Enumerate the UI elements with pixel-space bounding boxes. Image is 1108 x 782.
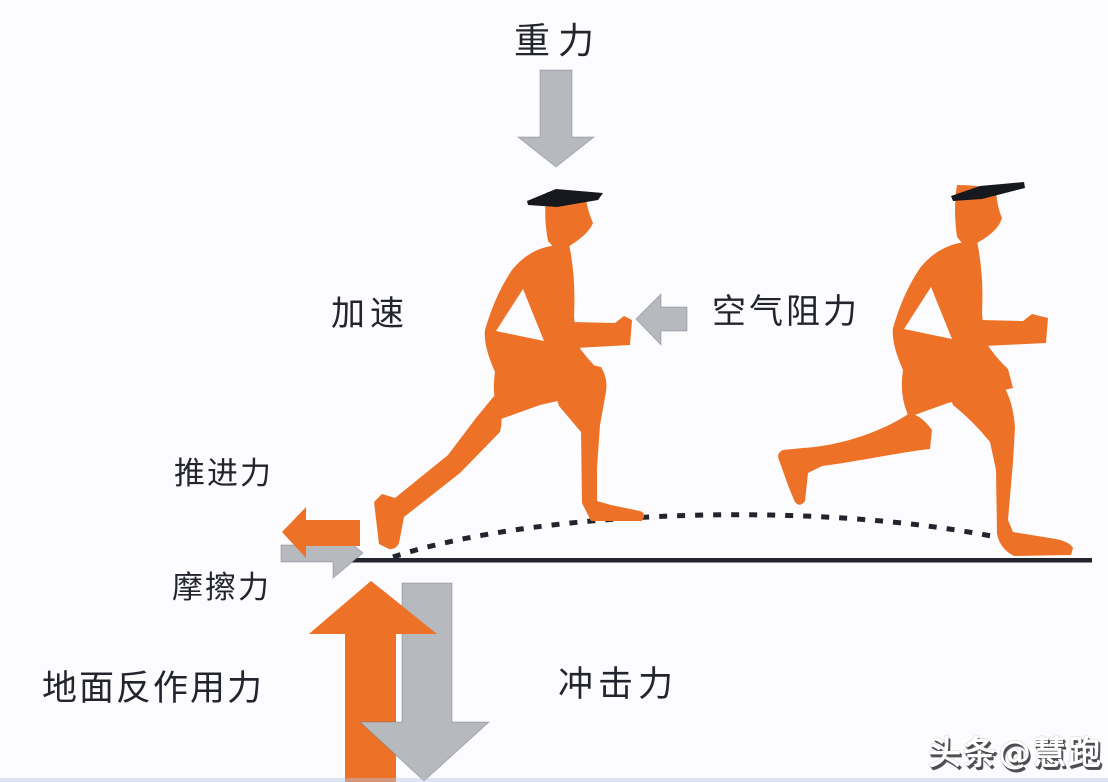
runner1-front-leg bbox=[554, 358, 645, 521]
label-propulsion: 推进力 bbox=[174, 456, 273, 492]
ground-reaction-arrowhead-overlap bbox=[309, 581, 437, 634]
runner1-head bbox=[545, 192, 593, 253]
runner2-visor bbox=[951, 182, 1025, 201]
runner1-torso bbox=[484, 244, 606, 419]
label-ground-reaction: 地面反作用力 bbox=[42, 669, 265, 709]
watermark-text: 头条@慧跑 bbox=[928, 733, 1103, 772]
runner1-visor bbox=[527, 189, 603, 207]
label-friction: 摩擦力 bbox=[172, 570, 271, 606]
runner2-forearm bbox=[974, 314, 1048, 346]
runner1-arm-gap bbox=[496, 289, 544, 341]
gravity-arrow bbox=[516, 69, 596, 168]
runner2-back-leg bbox=[778, 413, 932, 505]
label-impact: 冲击力 bbox=[558, 665, 679, 705]
impact-arrow bbox=[358, 582, 491, 782]
label-acceleration: 加速 bbox=[331, 294, 409, 334]
label-air-resistance: 空气阻力 bbox=[712, 292, 860, 332]
runner1-back-leg bbox=[374, 396, 502, 550]
air-resistance-arrow bbox=[635, 292, 688, 347]
trajectory-dotted-arc bbox=[392, 512, 1057, 560]
bottom-edge-strip bbox=[0, 778, 1108, 782]
runner1-forearm bbox=[566, 316, 632, 348]
label-gravity: 重力 bbox=[514, 21, 603, 62]
runner2-front-leg bbox=[947, 360, 1073, 556]
runner2-arm-gap bbox=[904, 287, 952, 339]
runner2-head bbox=[955, 185, 1002, 249]
runner2-torso bbox=[892, 241, 1013, 417]
propulsion-arrow bbox=[282, 507, 360, 558]
ground-line bbox=[352, 558, 1092, 563]
runner-toe-off-figure bbox=[374, 189, 645, 550]
runner-landing-figure bbox=[778, 182, 1073, 556]
